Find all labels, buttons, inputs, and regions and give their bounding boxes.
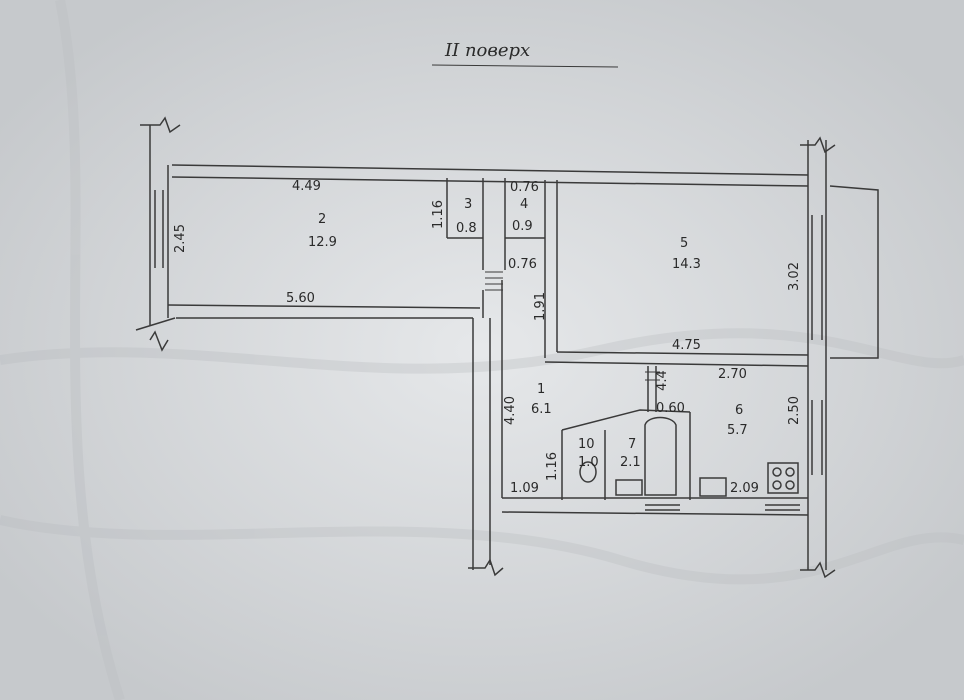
room-7-id: 7 — [628, 437, 637, 452]
dim-room2-bottom: 5.60 — [286, 291, 315, 306]
room-3-id: 3 — [464, 197, 473, 212]
room-5-id: 5 — [680, 236, 689, 251]
dim-room5-bottom: 4.75 — [672, 338, 701, 353]
dim-kitchen-small: 4.4 — [654, 370, 670, 391]
room-4-id: 4 — [520, 197, 529, 212]
room-10-area: 1.0 — [578, 455, 599, 470]
dim-room2-top: 4.49 — [292, 179, 321, 194]
dim-kitchen-bottom: 2.09 — [730, 481, 759, 496]
room-3-area: 0.8 — [456, 221, 477, 236]
dim-room4-bottom: 0.76 — [508, 257, 537, 272]
room-4-area: 0.9 — [512, 219, 533, 234]
room-2-id: 2 — [318, 212, 327, 227]
room-10-id: 10 — [578, 437, 595, 452]
dim-room3-side: 1.16 — [430, 200, 446, 229]
dim-room5-right: 3.02 — [786, 262, 802, 291]
dim-room2-left: 2.45 — [172, 224, 188, 253]
dim-kitchen-door: 0.60 — [656, 401, 685, 416]
dim-kitchen-right: 2.50 — [786, 396, 802, 425]
room-1-area: 6.1 — [531, 402, 552, 417]
room-6-area: 5.7 — [727, 423, 748, 438]
room-7-area: 2.1 — [620, 455, 641, 470]
room-6-id: 6 — [735, 403, 744, 418]
title-underline — [431, 64, 619, 68]
dim-kitchen-top: 2.70 — [718, 367, 747, 382]
walls — [135, 116, 879, 579]
room-1-id: 1 — [537, 382, 546, 397]
door-marks — [485, 271, 660, 381]
dim-hall-lower: 1.16 — [544, 452, 560, 481]
dim-room4-top: 0.76 — [510, 180, 539, 195]
room-5-area: 14.3 — [672, 257, 701, 272]
dim-hall-left: 4.40 — [502, 396, 518, 425]
dim-hall-upper: 1.91 — [532, 292, 548, 321]
floor-title: II поверх — [445, 40, 531, 61]
room-2-area: 12.9 — [308, 235, 337, 250]
dim-hall-bottom: 1.09 — [510, 481, 539, 496]
